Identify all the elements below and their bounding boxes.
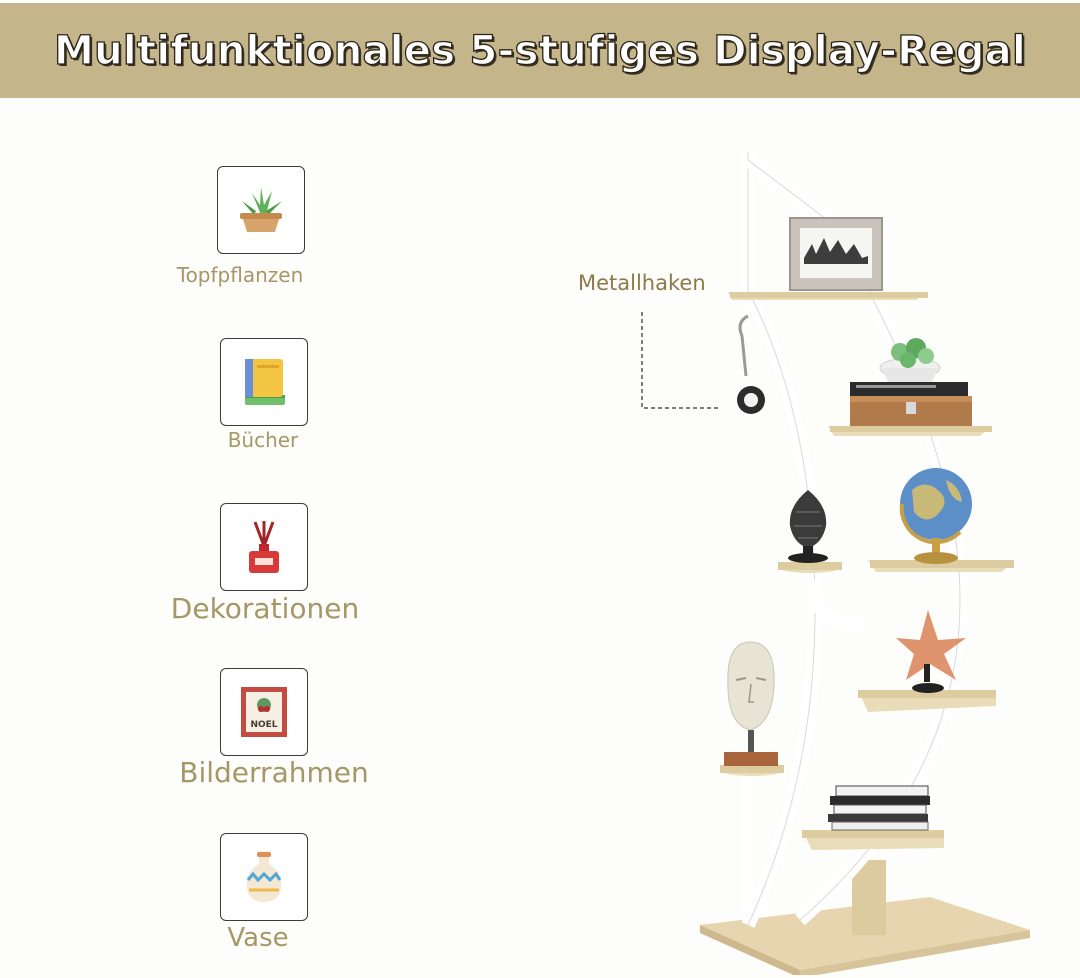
finial-decor <box>788 490 828 563</box>
book-stack-decor <box>828 785 930 831</box>
page-title: Multifunktionales 5-stufiges Display-Reg… <box>53 27 1026 74</box>
title-banner: Multifunktionales 5-stufiges Display-Reg… <box>0 3 1080 98</box>
vase-icon <box>220 833 308 921</box>
metal-hook <box>737 314 765 414</box>
diffuser-icon <box>220 503 308 591</box>
face-sculpture-decor <box>724 641 778 766</box>
globe-decor <box>899 468 972 564</box>
feature-label-dekorationen: Dekorationen <box>170 592 360 625</box>
books-icon <box>220 338 308 426</box>
frame-icon-text: NOEL <box>250 720 277 730</box>
shelves <box>720 292 1014 850</box>
succulent-decor <box>879 338 941 382</box>
feature-label-bilderrahmen: Bilderrahmen <box>179 756 369 789</box>
picture-frame-icon: NOEL <box>220 668 308 756</box>
feature-label-buecher: Bücher <box>227 428 299 452</box>
photo-frame-decor <box>789 217 883 291</box>
callout-line <box>641 312 720 409</box>
books-decor <box>850 382 972 426</box>
starfish-decor <box>896 610 966 693</box>
feature-label-topfpflanzen: Topfpflanzen <box>176 263 304 287</box>
potted-plant-icon <box>217 166 305 254</box>
feature-label-vase: Vase <box>227 923 289 953</box>
display-shelf-illustration <box>641 152 1030 975</box>
callout-label: Metallhaken <box>578 271 706 295</box>
